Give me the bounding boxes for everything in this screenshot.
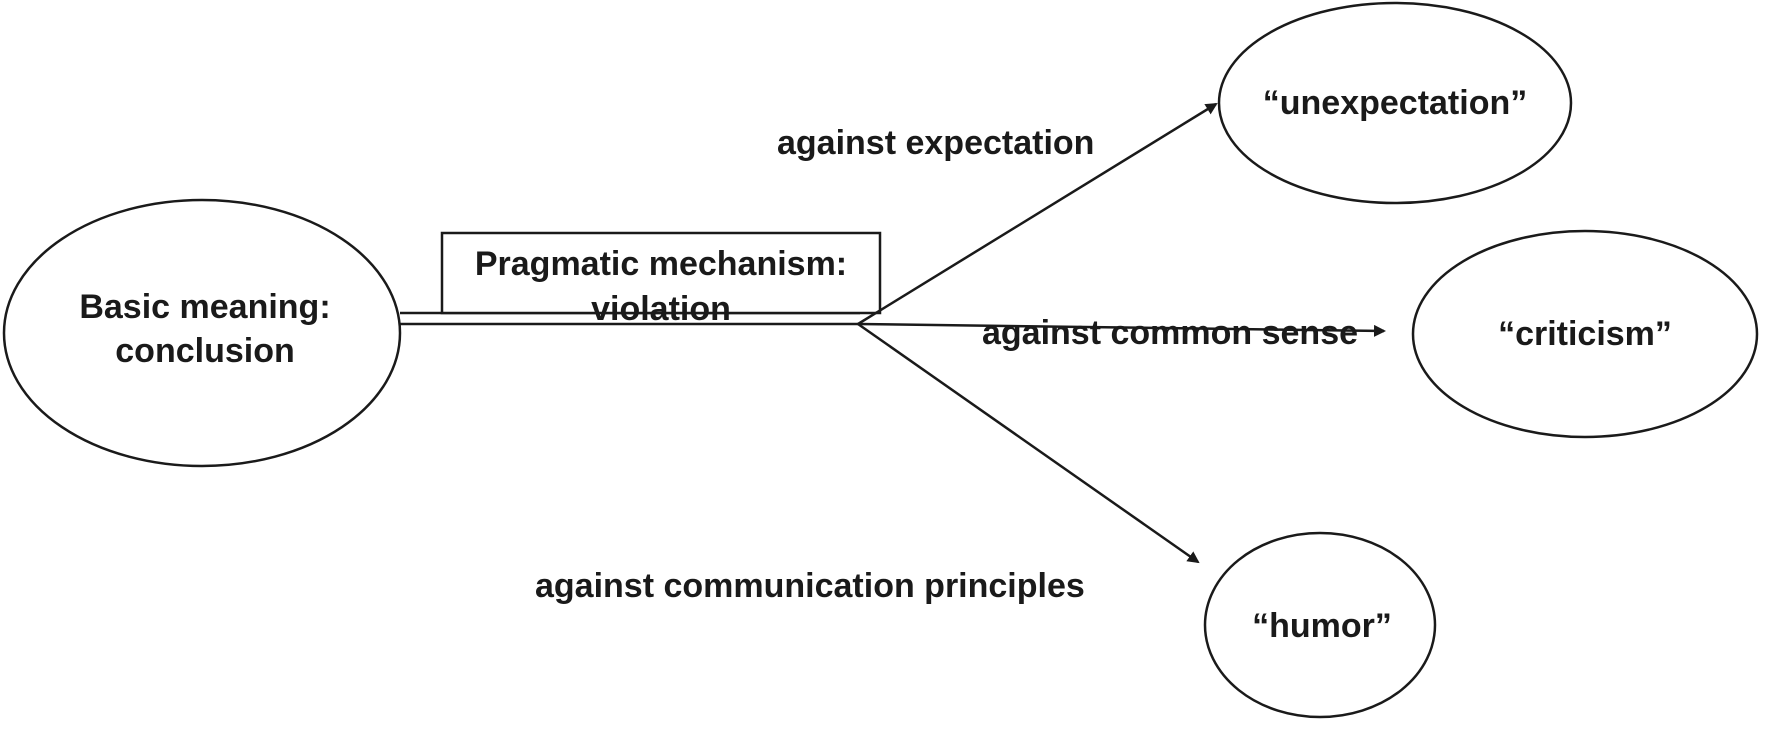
basic-meaning-node: Basic meaning: conclusion	[2, 198, 402, 468]
unexpectation-label: “unexpectation”	[1263, 84, 1527, 122]
criticism-node: “criticism”	[1411, 229, 1759, 439]
pragmatic-mechanism-line1: Pragmatic mechanism:	[475, 245, 847, 283]
label-against-communication-principles: against communication principles	[535, 567, 1085, 605]
arrow-to-unexpectation	[857, 102, 1218, 326]
label-against-expectation: against expectation	[777, 124, 1094, 162]
unexpectation-node: “unexpectation”	[1217, 1, 1573, 205]
humor-ellipse	[1203, 531, 1437, 719]
basic-meaning-ellipse	[2, 198, 402, 468]
humor-label: “humor”	[1252, 607, 1392, 645]
arrow-to-criticism	[857, 322, 1386, 337]
arrow-to-humor	[857, 322, 1200, 564]
criticism-ellipse	[1411, 229, 1759, 439]
unexpectation-ellipse	[1217, 1, 1573, 205]
criticism-label: “criticism”	[1498, 315, 1672, 353]
basic-meaning-line1: Basic meaning:	[79, 288, 330, 326]
label-against-common-sense: against common sense	[982, 314, 1358, 352]
pragmatic-mechanism-line2: violation	[591, 290, 731, 328]
humor-node: “humor”	[1203, 531, 1437, 719]
pragmatic-mechanism-box	[440, 231, 882, 315]
pragmatic-mechanism-node: Pragmatic mechanism: violation	[440, 231, 882, 328]
basic-meaning-line2: conclusion	[115, 332, 294, 370]
